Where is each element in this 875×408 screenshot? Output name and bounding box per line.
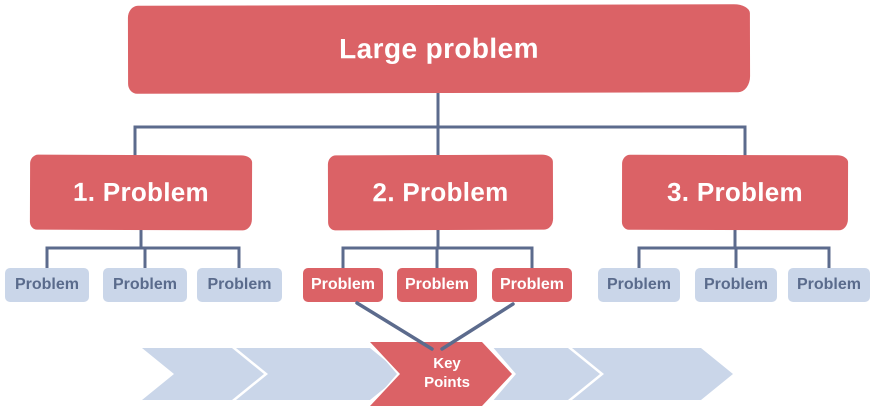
- branch-label-1: 1. Problem: [72, 176, 210, 208]
- leaf-box: Problem: [103, 268, 187, 302]
- leaf-box-highlighted: Problem: [492, 268, 572, 302]
- leaf-box-highlighted: Problem: [303, 268, 383, 302]
- leaf-box: Problem: [598, 268, 680, 302]
- leaf-label: Problem: [207, 276, 272, 293]
- leaf-box: Problem: [197, 268, 282, 302]
- leaf-label: Problem: [310, 276, 375, 293]
- leaf-box: Problem: [5, 268, 89, 302]
- branch-label-3: 3. Problem: [666, 176, 804, 208]
- branch-box-3: 3. Problem: [621, 154, 849, 231]
- leaf-box-highlighted: Problem: [397, 268, 477, 302]
- leaf-label: Problem: [14, 276, 79, 293]
- branch-box-2: 2. Problem: [327, 154, 554, 231]
- process-banner: Key Points: [142, 348, 733, 400]
- leaf-label: Problem: [606, 276, 671, 293]
- branch-label-2: 2. Problem: [372, 176, 509, 208]
- leaf-label: Problem: [404, 276, 469, 293]
- leaf-box: Problem: [695, 268, 777, 302]
- leaf-label: Problem: [796, 276, 861, 293]
- root-problem-label: Large problem: [339, 32, 539, 65]
- root-problem-box: Large problem: [127, 4, 751, 94]
- key-points-label: Key Points: [424, 355, 470, 391]
- leaf-box: Problem: [788, 268, 870, 302]
- branch-box-1: 1. Problem: [29, 154, 253, 231]
- leaf-label: Problem: [703, 276, 768, 293]
- leaf-label: Problem: [499, 276, 564, 293]
- leaf-label: Problem: [112, 276, 177, 293]
